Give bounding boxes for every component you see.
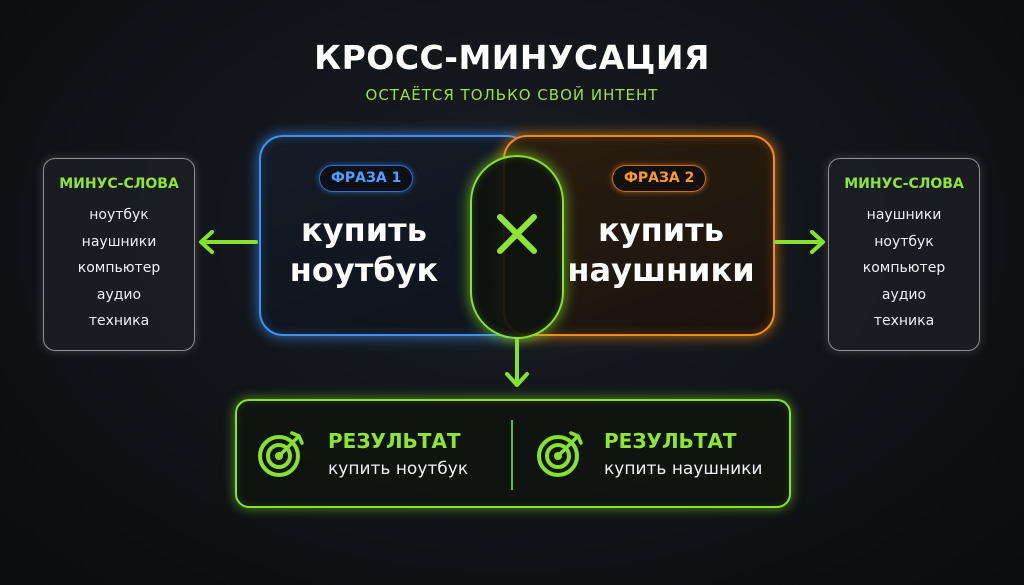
right-minus-words-panel: МИНУС-СЛОВА наушники ноутбук компьютер а… [828,158,980,351]
list-item: наушники [81,233,157,250]
phrase-2-line-1: купить [598,211,724,249]
list-item: ноутбук [89,207,149,223]
phrase-1-line-1: купить [301,211,427,249]
list-item: наушники [866,207,942,223]
result-right-value: купить наушники [604,459,763,479]
right-minus-words-list: наушники ноутбук компьютер аудио техника [829,202,979,335]
list-item: техника [873,313,935,329]
arrow-down-icon [505,338,529,387]
result-box [235,399,791,508]
phrase-1-text: купить ноутбук [259,210,469,290]
result-divider [511,420,513,490]
phrase-1-line-2: ноутбук [289,251,439,289]
left-minus-words-panel: МИНУС-СЛОВА ноутбук наушники компьютер а… [43,158,195,351]
left-minus-words-list: ноутбук наушники компьютер аудио техника [44,202,194,335]
diagram-title: КРОСС-МИНУСАЦИЯ [314,38,710,77]
result-right-label: РЕЗУЛЬТАТ [604,429,737,453]
list-item: техника [88,313,150,329]
right-panel-heading: МИНУС-СЛОВА [844,176,964,192]
list-item: аудио [881,286,927,303]
target-icon [258,431,304,477]
diagram-subtitle: ОСТАЁТСЯ ТОЛЬКО СВОЙ ИНТЕНТ [365,86,659,104]
list-item: компьютер [862,260,946,276]
target-icon [537,431,583,477]
phrase-2-text: купить наушники [556,210,766,290]
list-item: ноутбук [874,233,934,250]
arrow-right-icon [774,230,825,254]
result-left-label: РЕЗУЛЬТАТ [328,429,461,453]
phrase-1-badge: ФРАЗА 1 [319,165,414,192]
list-item: компьютер [77,260,161,276]
list-item: аудио [96,286,142,303]
result-left-value: купить ноутбук [328,459,469,479]
arrow-left-icon [199,230,258,254]
phrase-2-line-2: наушники [567,251,755,289]
phrase-2-badge: ФРАЗА 2 [612,165,707,192]
cross-icon [497,214,537,254]
left-panel-heading: МИНУС-СЛОВА [59,176,179,192]
